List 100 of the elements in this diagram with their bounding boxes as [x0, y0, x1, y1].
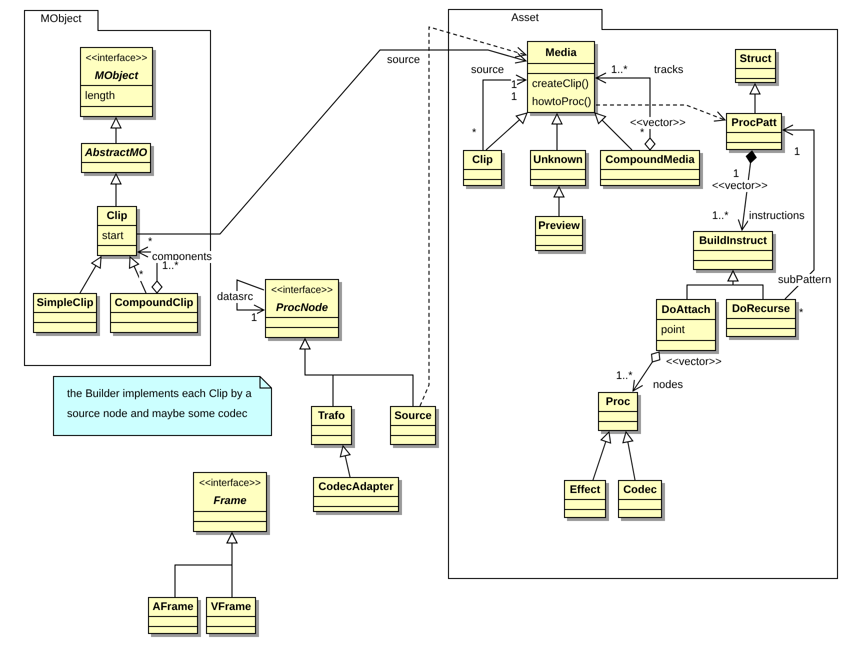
class-box [527, 41, 595, 113]
note-text: the Builder implements each Clip by a source node and maybe some codec [67, 388, 252, 420]
multiplicity-label: <<vector>> [712, 180, 768, 192]
generalization-arrow [622, 432, 636, 480]
class-name: MObject [94, 68, 138, 84]
association-arrow [596, 72, 656, 150]
package-name: MObject [40, 13, 82, 25]
class-name: Source [394, 409, 432, 424]
multiplicity-label: 1 [511, 91, 518, 103]
class-name: CodecAdapter [318, 480, 394, 495]
generalization-arrow [129, 256, 146, 294]
package-name: Asset [510, 12, 540, 24]
class-name: CompoundClip [114, 296, 194, 311]
class-box [206, 597, 256, 634]
class-name: VFrame [210, 600, 252, 615]
class-box [726, 299, 796, 337]
class-box [148, 597, 198, 634]
edge-label: datasrc [216, 291, 254, 303]
class-name: ProcPatt [731, 116, 777, 131]
class-box [693, 231, 773, 270]
class-box [530, 150, 586, 186]
generalization-arrow [594, 112, 632, 150]
association-arrow [482, 74, 526, 150]
class-name: ProcNode [276, 300, 328, 316]
association-arrow [596, 104, 726, 122]
class-box [735, 49, 776, 83]
class-box [313, 477, 399, 512]
multiplicity-label: <<vector>> [630, 117, 686, 129]
class-name: Clip [472, 153, 493, 168]
association-arrow [420, 26, 526, 406]
edge-label: subPattern [777, 274, 832, 286]
class-name: DoRecurse [732, 302, 790, 317]
class-name: Clip [106, 209, 128, 224]
generalization-arrow [300, 338, 414, 406]
multiplicity-label: 1..* [611, 64, 628, 76]
multiplicity-label: * [139, 269, 144, 281]
edge-label: tracks [653, 64, 684, 76]
class-name: Struct [740, 52, 772, 67]
class-box [311, 406, 352, 445]
multiplicity-label: 1..* [162, 260, 179, 272]
class-name: Unknown [533, 153, 583, 168]
multiplicity-label: 1 [794, 146, 800, 158]
class-name: AFrame [152, 600, 194, 615]
attribute-text: start [102, 228, 124, 244]
class-box [81, 143, 151, 173]
class-box [598, 392, 638, 431]
class-box [33, 293, 97, 333]
class-name: SimpleClip [36, 296, 94, 311]
class-name: AbstractMO [84, 146, 148, 161]
multiplicity-label: 1..* [712, 210, 729, 222]
class-name: Media [545, 46, 577, 60]
class-name: Frame [213, 494, 247, 509]
class-name: BuildInstruct [699, 234, 767, 249]
class-box [80, 47, 153, 117]
multiplicity-label: * [799, 307, 804, 319]
stereotype-label: <<interface>> [86, 52, 148, 66]
class-name: Trafo [318, 409, 345, 424]
package-frame [24, 10, 211, 366]
generalization-arrow [486, 112, 528, 150]
class-box [600, 150, 700, 186]
class-name: DoAttach [662, 302, 710, 318]
generalization-arrow [750, 84, 760, 114]
package-frame [448, 9, 838, 579]
multiplicity-label: 1 [511, 79, 518, 91]
multiplicity-label: 1 [733, 168, 740, 180]
class-box [535, 216, 583, 251]
edge-label: nodes [652, 379, 684, 391]
generalization-arrow [340, 446, 351, 478]
generalization-arrow [110, 118, 122, 144]
note [53, 376, 272, 436]
multiplicity-label: <<vector>> [666, 356, 722, 368]
generalization-arrow [728, 270, 764, 300]
class-box [726, 113, 782, 150]
generalization-arrow [110, 174, 122, 206]
association-arrow [136, 50, 526, 234]
class-box [97, 206, 137, 256]
multiplicity-label: 1 [251, 312, 258, 324]
class-name: Proc [606, 395, 630, 410]
attribute-text: point [661, 323, 686, 338]
class-box [110, 293, 198, 333]
method-text: createClip() [532, 77, 590, 92]
generalization-arrow [554, 186, 564, 216]
class-box [618, 480, 662, 518]
class-box [390, 406, 436, 445]
class-name: CompoundMedia [605, 153, 695, 168]
attribute-text: length [85, 89, 116, 104]
multiplicity-label: 1..* [616, 370, 633, 382]
stereotype-label: <<interface>> [199, 477, 261, 491]
class-name: Codec [623, 483, 657, 498]
generalization-arrow [226, 532, 238, 598]
class-box [656, 299, 716, 351]
class-box [463, 150, 502, 186]
edge-label: source [386, 54, 422, 66]
stereotype-label: <<interface>> [271, 284, 333, 298]
generalization-arrow [80, 256, 102, 294]
association-arrow [782, 124, 814, 300]
class-box [193, 472, 267, 532]
edge-label: instructions [748, 210, 806, 222]
association-arrow [632, 352, 660, 392]
class-name: Effect [570, 483, 600, 498]
